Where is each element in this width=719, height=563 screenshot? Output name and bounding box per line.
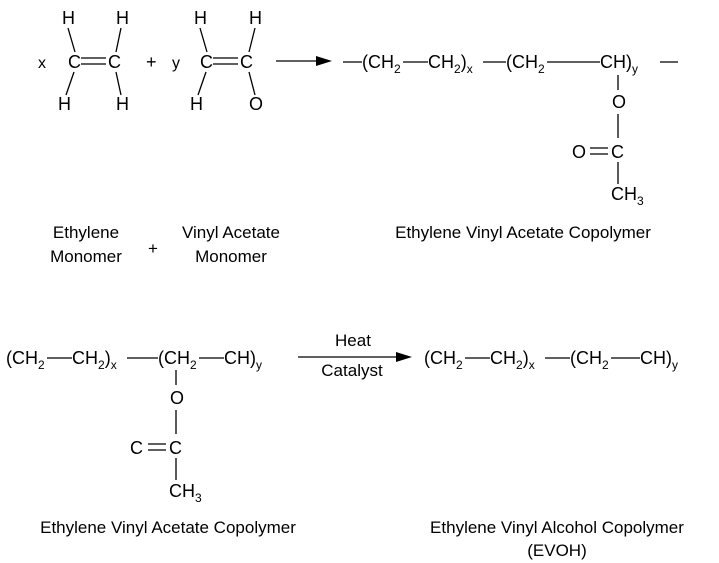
bond	[67, 27, 76, 53]
plus-sign: +	[146, 52, 157, 72]
atom-carbon: C	[611, 142, 624, 162]
vinyl-acetate-monomer-structure: y H H C C H O	[172, 8, 263, 114]
caption-evoh-line2: (EVOH)	[527, 541, 587, 560]
bond	[248, 71, 256, 96]
atom-oxygen: O	[612, 92, 626, 112]
bond	[65, 71, 75, 96]
chain-text: (CH2	[570, 348, 609, 372]
atom-h-bottom-left: H	[58, 94, 71, 114]
atom-h-top-right: H	[249, 8, 262, 28]
caption-eva-reactant: Ethylene Vinyl Acetate Copolymer	[40, 518, 296, 537]
chain-text: CH)y	[640, 348, 678, 372]
coefficient-y: y	[172, 55, 180, 72]
condition-heat: Heat	[335, 331, 371, 350]
atom-oxygen: O	[572, 142, 586, 162]
evoh-product-structure: (CH2 CH2)x (CH2 CH)y	[424, 348, 678, 372]
bond	[115, 71, 122, 96]
atom-h-top-left: H	[194, 8, 207, 28]
caption-ethylene-line1: Ethylene	[53, 223, 119, 242]
reaction-2: (CH2 CH2)x (CH2 CH)y O C C CH3 Heat Cata…	[6, 331, 684, 560]
atom-oxygen: O	[170, 388, 184, 408]
chain-text: (CH2	[506, 52, 545, 76]
reaction-arrow	[276, 56, 332, 66]
condition-catalyst: Catalyst	[321, 361, 383, 380]
atom-carbon-right: C	[240, 52, 253, 72]
atom-oxygen: O	[249, 94, 263, 114]
reaction-arrow-with-conditions: Heat Catalyst	[298, 331, 412, 380]
caption-eva-product: Ethylene Vinyl Acetate Copolymer	[395, 223, 651, 242]
chain-text: CH)y	[600, 52, 638, 76]
chain-text: (CH2	[6, 348, 45, 372]
reaction-1: x H H C C H H + y H H C C H O	[38, 8, 678, 266]
atom-h-top-left: H	[62, 8, 75, 28]
chain-text: CH2)x	[428, 52, 473, 76]
coefficient-x: x	[38, 55, 46, 72]
chain-text: (CH2	[424, 348, 463, 372]
bond	[197, 71, 207, 96]
bond	[199, 27, 208, 53]
caption-evoh-line1: Ethylene Vinyl Alcohol Copolymer	[430, 518, 684, 537]
caption-plus: +	[148, 239, 158, 258]
atom-carbon-left: C	[200, 52, 213, 72]
chain-text: CH)y	[224, 348, 262, 372]
bond	[115, 27, 122, 53]
arrow-head	[316, 56, 332, 66]
atom-h-bottom-left: H	[190, 94, 203, 114]
methyl-group: CH3	[611, 184, 644, 208]
bond	[248, 27, 256, 53]
caption-vinyl-acetate-line2: Monomer	[195, 247, 267, 266]
atom-h-bottom-right: H	[116, 94, 129, 114]
eva-copolymer-structure: (CH2 CH2)x (CH2 CH)y O O C CH3	[343, 52, 678, 208]
arrow-head	[396, 352, 412, 362]
atom-carbon: C	[130, 438, 143, 458]
caption-ethylene-line2: Monomer	[50, 247, 122, 266]
ethylene-monomer-structure: x H H C C H H	[38, 8, 129, 114]
chain-text: CH2)x	[72, 348, 117, 372]
atom-h-top-right: H	[116, 8, 129, 28]
chain-text: (CH2	[158, 348, 197, 372]
methyl-group: CH3	[169, 481, 202, 505]
eva-reactant-structure: (CH2 CH2)x (CH2 CH)y O C C CH3	[6, 348, 262, 505]
atom-carbon-left: C	[68, 52, 81, 72]
caption-vinyl-acetate-line1: Vinyl Acetate	[182, 223, 280, 242]
chain-text: (CH2	[362, 52, 401, 76]
atom-carbon: C	[169, 438, 182, 458]
chain-text: CH2)x	[490, 348, 535, 372]
atom-carbon-right: C	[108, 52, 121, 72]
